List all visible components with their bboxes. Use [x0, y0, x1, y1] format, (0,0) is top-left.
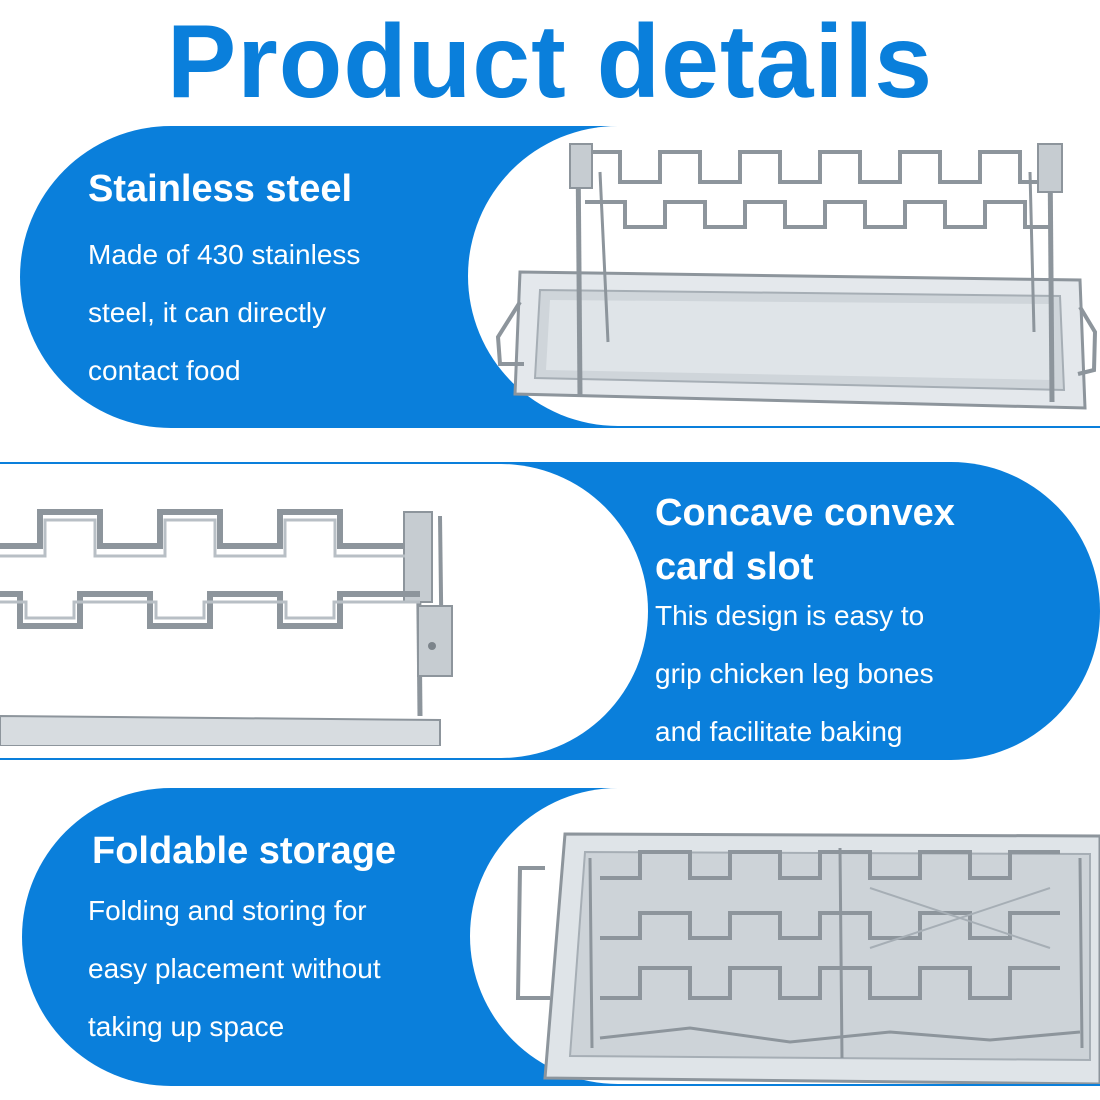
folded-rack-photo — [490, 828, 1100, 1084]
description-line: and facilitate baking — [655, 716, 903, 747]
description-line: taking up space — [88, 1011, 285, 1042]
description-line: Made of 430 stainless — [88, 239, 361, 270]
description-line: Folding and storing for — [88, 895, 367, 926]
page-title: Product details — [166, 4, 934, 120]
section-description: Folding and storing for easy placement w… — [88, 882, 381, 1056]
heading-line: card slot — [655, 546, 814, 588]
section-heading: Stainless steel — [88, 168, 353, 210]
section-card-slot: Concave convex card slot This design is … — [0, 462, 1100, 760]
description-line: grip chicken leg bones — [655, 658, 934, 689]
section-foldable-storage: Foldable storage Folding and storing for… — [0, 788, 1100, 1086]
section-heading: Foldable storage — [92, 830, 397, 872]
stainless-rack-photo — [490, 132, 1100, 422]
description-line: easy placement without — [88, 953, 381, 984]
rack-slot-closeup-photo — [0, 476, 470, 746]
section-stainless-steel: Stainless steel Made of 430 stainless st… — [0, 126, 1100, 428]
description-line: steel, it can directly — [88, 297, 327, 328]
description-line: contact food — [88, 355, 241, 386]
heading-line: Concave convex — [655, 492, 955, 534]
section-description: This design is easy to grip chicken leg … — [655, 587, 934, 761]
section-description: Made of 430 stainless steel, it can dire… — [88, 226, 360, 400]
section-heading: Concave convex card slot — [655, 486, 955, 594]
description-line: This design is easy to — [655, 600, 925, 631]
